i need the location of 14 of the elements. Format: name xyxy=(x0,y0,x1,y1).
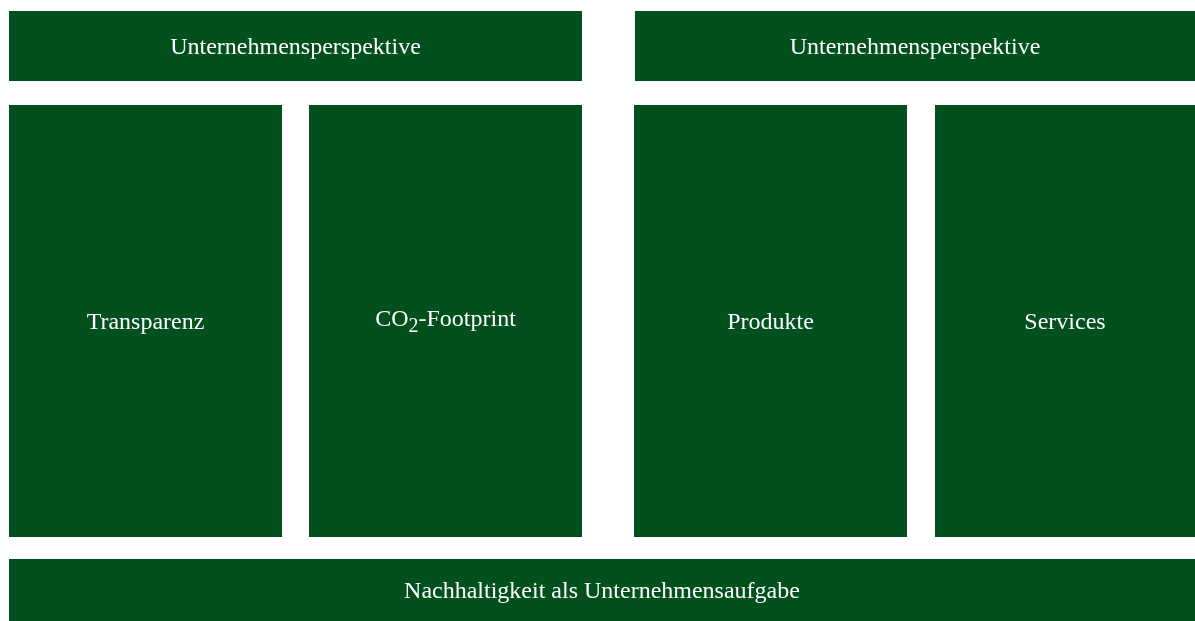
box-label: Transparenz xyxy=(86,307,205,335)
box-label: Nachhaltigkeit als Unternehmensaufgabe xyxy=(404,576,800,604)
box-label: Produkte xyxy=(727,307,814,335)
box-label: Services xyxy=(1024,307,1106,335)
box-label: Unternehmensperspektive xyxy=(170,32,421,60)
pillar-box xyxy=(9,105,282,537)
foundation-bar xyxy=(9,559,1195,621)
box-label: CO$_{2}$-Footprint xyxy=(375,305,516,337)
header-bar xyxy=(635,11,1195,81)
pillar-box xyxy=(309,105,582,537)
header-bar xyxy=(9,11,582,81)
pillar-box xyxy=(935,105,1195,537)
pillar-box xyxy=(634,105,907,537)
box-label: Unternehmensperspektive xyxy=(789,32,1041,60)
